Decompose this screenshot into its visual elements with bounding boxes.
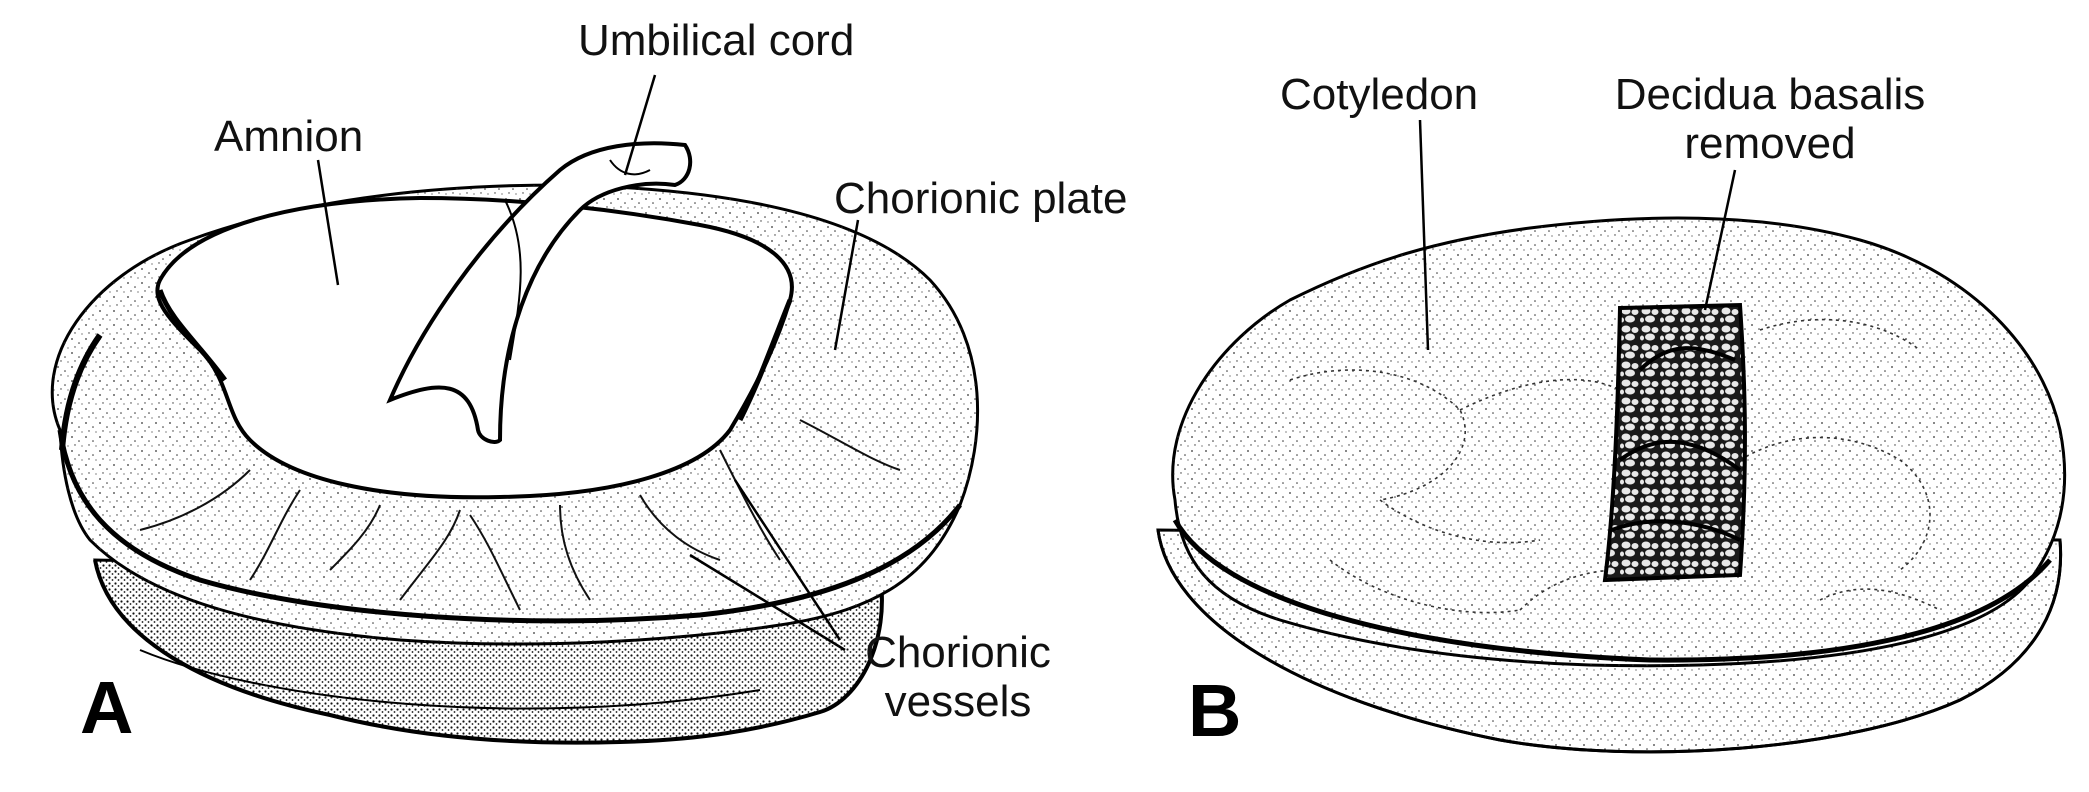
placenta-fetal-surface [50, 141, 980, 745]
label-decidua-line1: Decidua basalis [1614, 70, 1926, 119]
leader-lines-a [316, 74, 860, 652]
label-amnion: Amnion [214, 112, 364, 161]
label-decidua-basalis-removed: Decidua basalis removed [1570, 70, 1970, 169]
umbilical-cord [386, 141, 693, 444]
chorionic-vessels [139, 419, 901, 611]
leader-lines-b [1418, 119, 1737, 351]
panel-letter-a: A [80, 666, 134, 749]
label-umbilical-cord: Umbilical cord [578, 16, 855, 65]
panel-letter-b: B [1188, 669, 1242, 752]
label-chorionic-vessels: Chorionic vessels [838, 628, 1078, 727]
label-chorionic-vessels-line1: Chorionic [865, 628, 1051, 677]
placenta-maternal-surface [1156, 216, 2067, 754]
label-chorionic-plate: Chorionic plate [834, 174, 1128, 223]
label-cotyledon: Cotyledon [1280, 70, 1479, 119]
label-decidua-line2: removed [1684, 119, 1856, 169]
label-chorionic-vessels-line2: vessels [884, 677, 1032, 727]
